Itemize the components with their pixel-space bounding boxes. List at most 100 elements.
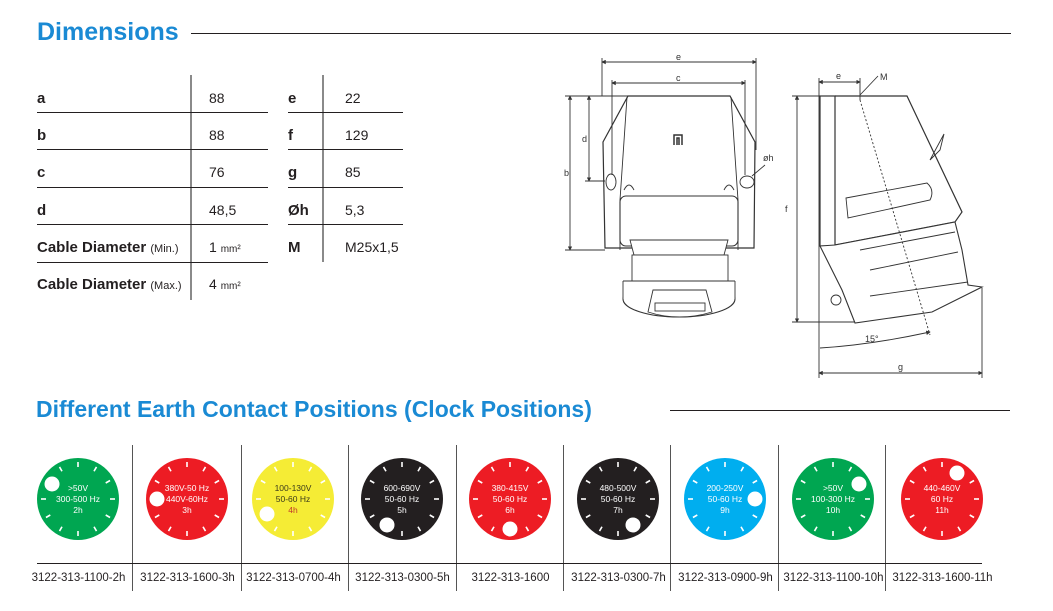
- dim-value-cable-max: 4 mm²: [209, 276, 241, 292]
- value-unit: mm²: [220, 281, 241, 292]
- clock-text-line2: 60 Hz: [931, 494, 953, 504]
- dim-key-cable-max: Cable Diameter (Max.): [37, 276, 182, 293]
- dial-face: [684, 458, 766, 540]
- title-rule: [191, 33, 1011, 34]
- row-rule: [288, 112, 403, 113]
- label-angle: 15°: [865, 334, 879, 344]
- label-f: f: [785, 204, 788, 214]
- dial-face: [577, 458, 659, 540]
- dimensions-title: Dimensions: [37, 18, 179, 46]
- tick-mark: [45, 514, 51, 519]
- tick-mark: [273, 526, 278, 532]
- earth-contact-dot: [747, 491, 763, 507]
- tick-mark: [369, 479, 375, 484]
- tick-mark: [308, 526, 313, 532]
- clock-text-line1: 480-500V: [600, 483, 637, 493]
- dial-face: [146, 458, 228, 540]
- dial-face: [792, 458, 874, 540]
- tick-mark: [922, 526, 927, 532]
- tick-mark: [969, 514, 975, 519]
- cell-divider: [132, 445, 133, 591]
- tick-mark: [813, 526, 818, 532]
- earth-contact-dot: [44, 476, 60, 492]
- clock-text-line1: 100-130V: [275, 483, 312, 493]
- tick-mark: [525, 466, 530, 472]
- product-code: 3122-313-1600-11h: [892, 572, 993, 584]
- label-e-side: e: [836, 71, 841, 81]
- product-code: 3122-313-1600-3h: [140, 572, 235, 584]
- clock-text-hour-label: 5h: [397, 505, 407, 515]
- tick-mark: [909, 514, 915, 519]
- label-b: b: [564, 168, 569, 178]
- tick-mark: [585, 479, 591, 484]
- tick-mark: [537, 514, 543, 519]
- product-code: 3122-313-0300-7h: [571, 572, 666, 584]
- tick-mark: [308, 466, 313, 472]
- dim-key-f: f: [288, 127, 293, 144]
- tick-mark: [93, 466, 98, 472]
- tick-mark: [477, 514, 483, 519]
- dial-face: [252, 458, 334, 540]
- cell-divider: [778, 445, 779, 591]
- clock-text-line2: 50-60 Hz: [708, 494, 743, 504]
- clock-text-line2: 50-60 Hz: [385, 494, 420, 504]
- tick-mark: [490, 466, 495, 472]
- cell-divider: [241, 445, 242, 591]
- cell-divider: [348, 445, 349, 591]
- dim-value-cable-min: 1 mm²: [209, 239, 241, 255]
- row-rule: [37, 112, 268, 113]
- clock-text-line2: 100-300 Hz: [811, 494, 855, 504]
- label-m: M: [880, 72, 888, 82]
- dim-value-c: 76: [209, 164, 225, 180]
- tick-mark: [58, 466, 63, 472]
- side-view: [792, 75, 984, 378]
- product-code: 3122-313-1600: [471, 572, 550, 584]
- tick-mark: [645, 479, 651, 484]
- dim-value-g: 85: [345, 164, 361, 180]
- dim-key-a: a: [37, 90, 46, 107]
- clock-text-line1: 440-460V: [924, 483, 961, 493]
- clock-text-hour-label: 6h: [505, 505, 515, 515]
- tick-mark: [692, 479, 698, 484]
- key-qualifier: (Min.): [150, 243, 179, 255]
- tick-mark: [922, 466, 927, 472]
- tick-mark: [645, 514, 651, 519]
- clock-text-line2: 50-60 Hz: [493, 494, 528, 504]
- clock-text-line1: >50V: [68, 483, 88, 493]
- tick-mark: [633, 466, 638, 472]
- tick-mark: [585, 514, 591, 519]
- label-e: e: [676, 52, 681, 62]
- clock-text-line2: 300-500 Hz: [56, 494, 100, 504]
- tick-mark: [752, 514, 758, 519]
- key-text: Cable Diameter: [37, 239, 147, 256]
- clock-text-line2: 440V-60Hz: [166, 494, 208, 504]
- tick-mark: [740, 466, 745, 472]
- tick-mark: [154, 479, 160, 484]
- tick-mark: [167, 526, 172, 532]
- label-d: d: [582, 134, 587, 144]
- cell-divider: [563, 445, 564, 591]
- row-rule: [37, 224, 268, 225]
- tick-mark: [202, 466, 207, 472]
- clock-text-line2: 50-60 Hz: [601, 494, 636, 504]
- tick-mark: [477, 479, 483, 484]
- tick-mark: [105, 514, 111, 519]
- cell-divider: [885, 445, 886, 591]
- tick-mark: [813, 466, 818, 472]
- tick-mark: [202, 526, 207, 532]
- tick-mark: [957, 526, 962, 532]
- key-qualifier: (Max.): [150, 280, 182, 292]
- tick-mark: [537, 479, 543, 484]
- tick-mark: [273, 466, 278, 472]
- tick-mark: [848, 526, 853, 532]
- earth-contact-dot: [851, 476, 867, 492]
- tick-mark: [260, 479, 266, 484]
- tick-mark: [848, 466, 853, 472]
- tick-mark: [429, 514, 435, 519]
- dial-face: [37, 458, 119, 540]
- row-rule: [37, 187, 268, 188]
